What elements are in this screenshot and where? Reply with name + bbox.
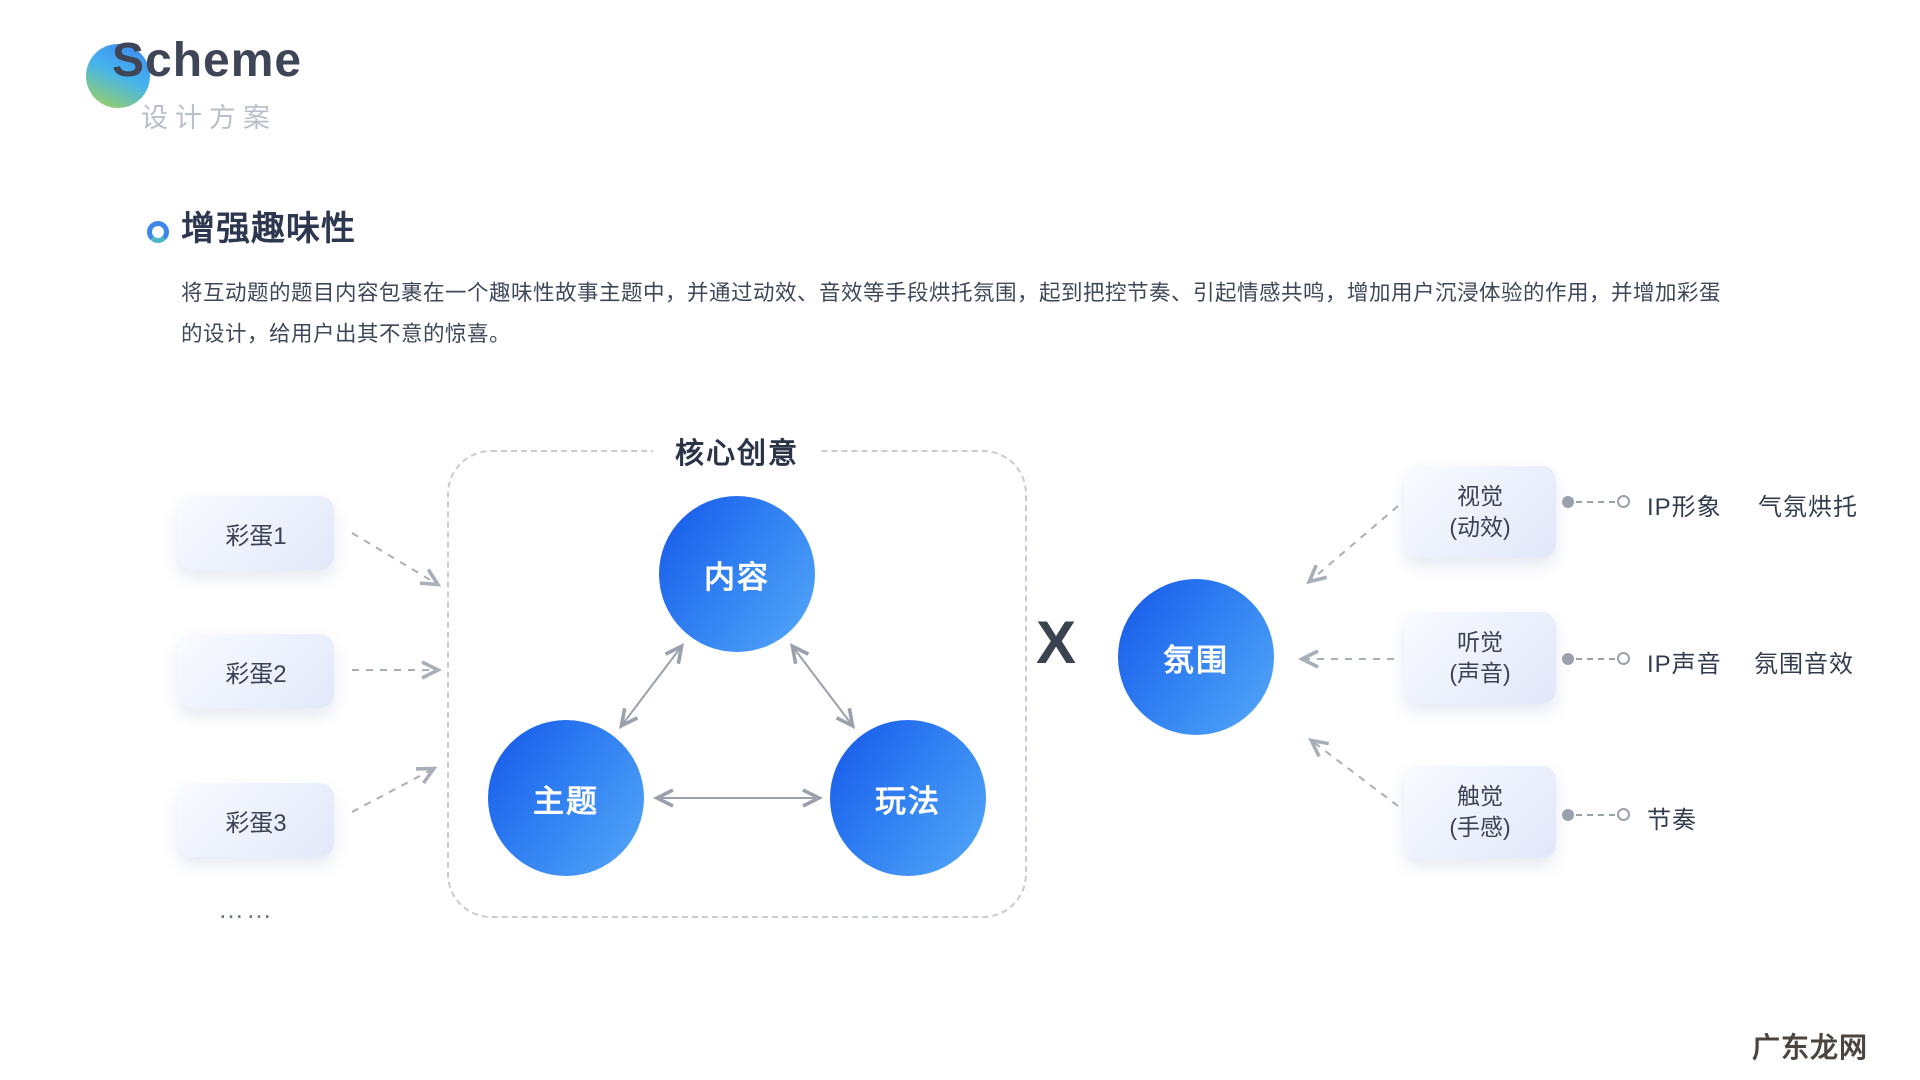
sense-outcome-label: IP声音 — [1647, 651, 1722, 678]
connector-dot-icon — [1562, 495, 1574, 508]
section-paragraph: 将互动题的题目内容包裹在一个趣味性故事主题中，并通过动效、音效等手段烘托氛围，起… — [181, 281, 1722, 346]
sense-box-audio: 听觉 (声音) — [1404, 612, 1556, 704]
connector-dot-icon — [1562, 808, 1574, 821]
easter-egg-box-1: 彩蛋1 — [178, 496, 334, 570]
logo-gradient-dot-icon — [86, 44, 150, 108]
sense-outcome-label: IP形象 — [1647, 494, 1722, 521]
node-label: 玩法 — [875, 783, 941, 819]
node-gameplay: 玩法 — [830, 720, 986, 876]
sense-box-touch: 触觉 (手感) — [1404, 766, 1556, 858]
sense-box-visual: 视觉 (动效) — [1404, 466, 1556, 558]
easter-egg-box-3: 彩蛋3 — [178, 783, 334, 857]
node-theme: 主题 — [488, 720, 644, 876]
connector-dash-icon — [1576, 500, 1615, 503]
connector-ring-icon — [1617, 652, 1630, 665]
section-heading: 增强趣味性 — [181, 210, 356, 248]
sense-connector-2 — [1562, 652, 1630, 665]
sense-connector-1 — [1562, 495, 1630, 508]
node-label: 主题 — [533, 783, 599, 819]
section-bullet-icon — [147, 221, 169, 243]
sense-outcome-label: 气氛烘托 — [1758, 494, 1858, 521]
connector-dot-icon — [1562, 652, 1574, 665]
sense-connector-3 — [1562, 808, 1630, 821]
core-idea-label: 核心创意 — [652, 430, 821, 472]
node-label: 氛围 — [1163, 642, 1229, 678]
sense-line2: (声音) — [1449, 660, 1511, 686]
site-watermark: 广东龙网 — [1752, 1032, 1869, 1063]
more-ellipsis: …… — [218, 894, 274, 924]
sense-outcome-label: 氛围音效 — [1754, 651, 1854, 678]
page-subtitle: 设计方案 — [141, 103, 277, 133]
connector-ring-icon — [1617, 495, 1630, 508]
multiply-symbol: X — [1036, 609, 1077, 676]
easter-egg-label: 彩蛋3 — [225, 809, 287, 837]
sense-line2: (手感) — [1449, 814, 1511, 840]
connector-ring-icon — [1617, 808, 1630, 821]
sense-line1: 视觉 — [1457, 483, 1503, 509]
node-atmosphere: 氛围 — [1118, 579, 1274, 735]
node-label: 内容 — [704, 559, 770, 595]
sense-line1: 触觉 — [1457, 783, 1503, 809]
core-idea-label-wrap: 核心创意 — [447, 430, 1027, 472]
connector-dash-icon — [1576, 813, 1615, 816]
easter-egg-label: 彩蛋1 — [225, 522, 287, 550]
sense-line2: (动效) — [1449, 514, 1511, 540]
node-content: 内容 — [659, 496, 815, 652]
connector-dash-icon — [1576, 657, 1615, 660]
sense-outcome-label: 节奏 — [1647, 807, 1697, 834]
easter-egg-label: 彩蛋2 — [225, 660, 287, 688]
easter-egg-box-2: 彩蛋2 — [178, 634, 334, 708]
sense-line1: 听觉 — [1457, 629, 1503, 655]
page-title: Scheme — [112, 34, 303, 87]
